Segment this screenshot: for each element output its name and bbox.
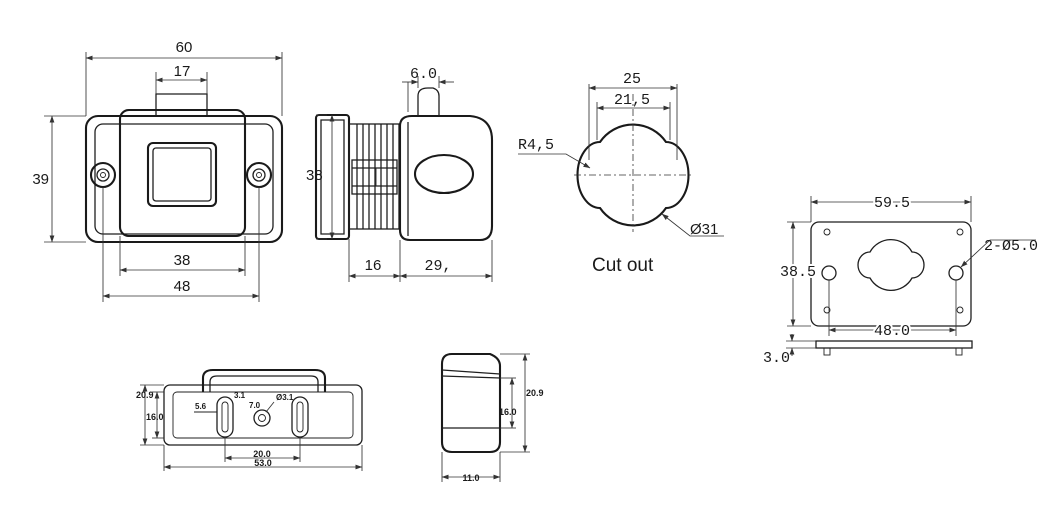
dim-end-16: 16.0 [499,407,517,417]
dim-bottom-slot-3-1: 3.1 [234,391,246,400]
dim-hole-spacing-48: 48 [174,278,191,295]
dim-bottom-20: 20.0 [253,449,271,459]
push-button-inner [152,147,212,202]
front-view: 60 17 39 38 48 [32,39,284,302]
plate-hole-right [948,265,964,281]
dim-side-height-38: 38 [306,167,323,184]
front-bezel-outer [84,114,284,244]
dim-plate-thickness: 3.0 [763,350,790,367]
dim-end-11: 11.0 [462,473,479,483]
bottom-slot-right [291,396,309,438]
bottom-slot-left [216,396,234,438]
side-pin [417,87,440,116]
side-housing [398,114,494,242]
dim-cutout-21-5: 21,5 [614,92,650,109]
bottom-handle [201,368,327,392]
plate-edge [815,340,973,349]
front-bezel-inner [94,123,274,235]
right-screw-hole [245,161,273,189]
dim-tab-width-17: 17 [174,63,191,80]
dim-bottom-hole-3-1: Ø3.1 [276,393,294,402]
dim-front-height-39: 39 [32,171,49,188]
dim-plate-holes: 2-Ø5.0 [984,238,1038,255]
plate-hole-left [821,265,837,281]
dim-cutout-diameter: Ø31 [690,221,718,238]
dim-side-depth-16: 16 [365,257,382,274]
dim-plate-height: 38.5 [780,264,816,281]
bottom-center-hole [253,409,271,427]
plate-cutout [857,239,925,291]
cutout-profile [576,123,690,227]
dim-side-depth-29: 29, [424,258,451,275]
plate-outline [810,221,972,327]
side-ribbed-neck [348,123,400,230]
push-button [146,141,218,208]
dim-bottom-16: 16.0 [146,412,164,422]
side-view: 6.0 38 16 29, [306,66,494,282]
cutout-caption: Cut out [592,255,654,276]
dim-bottom-hole-7: 7.0 [249,401,261,410]
dim-plate-hole-spacing: 48.0 [874,323,910,340]
bottom-view: 20.9 16.0 3.1 5.6 7.0 Ø3.1 20.0 53.0 [136,368,363,471]
front-body [118,108,247,238]
dim-bottom-slot-5-6: 5.6 [195,402,207,411]
dim-bottom-53: 53.0 [254,458,272,468]
front-top-tab [155,93,208,116]
mounting-plate-view: 59.5 38.5 2-Ø5.0 48.0 3.0 [763,193,1038,367]
dim-end-20-9: 20.9 [526,388,544,398]
end-body [440,352,502,454]
dim-bottom-20-9: 20.9 [136,390,154,400]
cutout-view: 25 21,5 R4,5 Ø31 Cut out [518,71,724,276]
side-latch-oval [413,153,475,195]
bottom-outline [163,384,363,446]
dim-cutout-25: 25 [623,71,641,88]
dim-plate-width: 59.5 [874,195,910,212]
dim-pin-6: 6.0 [410,66,437,83]
dim-body-width-38: 38 [174,252,191,269]
end-view: 20.9 16.0 11.0 [440,352,544,483]
dim-front-width-60: 60 [176,39,193,56]
dim-cutout-radius: R4,5 [518,137,554,154]
